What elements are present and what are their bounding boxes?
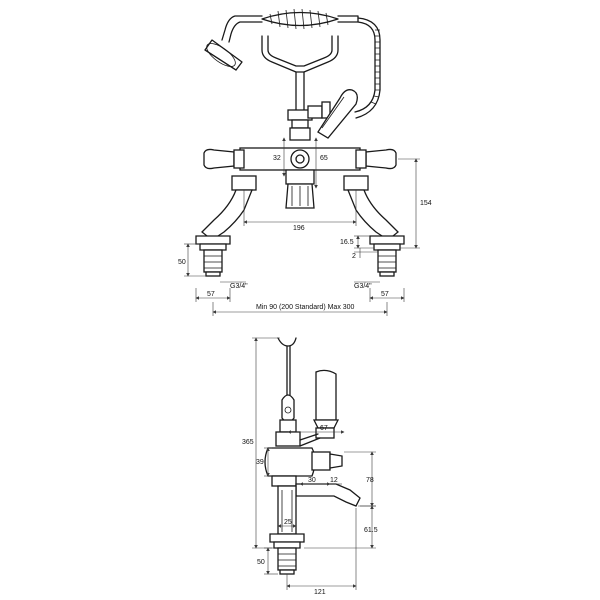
- side-dimension-lines: [252, 337, 376, 590]
- dim-2: 2: [352, 253, 356, 260]
- right-leg: [343, 175, 405, 277]
- front-view: 32 65 196 154 16.5 2 50 G3/4" G3/4" 57 5…: [178, 8, 432, 316]
- dim-67: 67: [320, 425, 328, 432]
- dim-12: 12: [330, 477, 338, 484]
- side-view: 365 67 39 30 12 78 25 61.5 50 121: [242, 337, 378, 596]
- dim-50-front: 50: [178, 259, 186, 266]
- dim-50-side: 50: [257, 559, 265, 566]
- dim-57-left: 57: [207, 291, 215, 298]
- dim-121: 121: [314, 589, 326, 596]
- bath-spout: [285, 169, 315, 209]
- dim-365: 365: [242, 439, 254, 446]
- side-dimension-labels: 365 67 39 30 12 78 25 61.5 50 121: [242, 425, 378, 596]
- bridge-body: [203, 147, 397, 171]
- left-leg: [195, 175, 257, 277]
- dim-57-right: 57: [381, 291, 389, 298]
- dim-65: 65: [320, 155, 328, 162]
- dim-centres-range: Min 90 (200 Standard) Max 300: [256, 304, 355, 311]
- dim-25: 25: [284, 519, 292, 526]
- dim-32: 32: [273, 155, 281, 162]
- shower-handset: [204, 8, 381, 119]
- dim-78: 78: [366, 477, 374, 484]
- dim-thread-left: G3/4": [230, 283, 248, 290]
- diverter-assembly: [287, 89, 358, 141]
- dim-196: 196: [293, 225, 305, 232]
- dim-154: 154: [420, 200, 432, 207]
- dim-30: 30: [308, 477, 316, 484]
- front-dimension-labels: 32 65 196 154 16.5 2 50 G3/4" G3/4" 57 5…: [178, 155, 432, 311]
- dim-61-5: 61.5: [364, 527, 378, 534]
- dim-39: 39: [256, 459, 264, 466]
- dim-thread-right: G3/4": [354, 283, 372, 290]
- handset-cradle: [261, 35, 339, 111]
- front-dimension-lines: [184, 137, 420, 316]
- dim-16-5: 16.5: [340, 239, 354, 246]
